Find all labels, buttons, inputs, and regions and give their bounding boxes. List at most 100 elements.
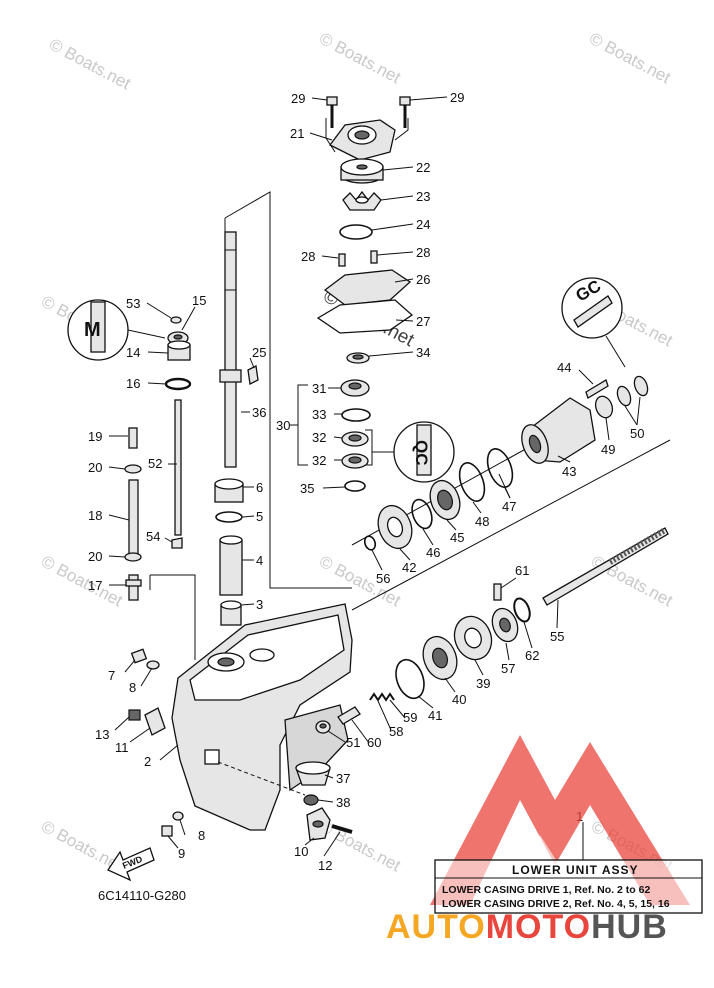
propeller-shaft-55: [542, 527, 669, 606]
washer-8-top: [146, 660, 160, 670]
pin-28-right: [370, 250, 378, 264]
callout-36: 36: [252, 405, 266, 420]
callout-3: 3: [256, 597, 263, 612]
diagram-code: 6C14110-G280: [98, 888, 186, 903]
bolt-29-right: [399, 96, 411, 128]
callout-31: 31: [312, 381, 326, 396]
gasket-27: [316, 299, 414, 334]
brand-wordmark: AUTOMOTOHUB: [386, 908, 668, 946]
o-ring-33: [341, 408, 371, 422]
callout-33: 33: [312, 407, 326, 422]
shift-rod-18: [128, 479, 139, 556]
callout-26: 26: [416, 272, 430, 287]
callout-22: 22: [416, 160, 430, 175]
grommet-14: [167, 340, 191, 361]
pin-28-left: [338, 253, 346, 267]
brand-moto: MOTO: [486, 908, 591, 946]
callout-59: 59: [403, 710, 417, 725]
callout-34: 34: [416, 345, 430, 360]
callout-39: 39: [476, 676, 490, 691]
callout-45: 45: [450, 530, 464, 545]
forward-gear-39: [453, 615, 493, 661]
callout-49: 49: [601, 442, 615, 457]
callout-37: 37: [336, 771, 350, 786]
bolt-9: [161, 825, 173, 837]
dog-clutch-57: [491, 607, 519, 643]
water-pump-group: [316, 96, 414, 364]
callout-50: 50: [630, 426, 644, 441]
callout-53: 53: [126, 296, 140, 311]
bolt-44: [585, 379, 609, 399]
impeller-23: [342, 190, 382, 211]
legend-box: LOWER UNIT ASSY LOWER CASING DRIVE 1, Re…: [434, 859, 703, 914]
callout-20: 20: [88, 460, 102, 475]
bolt-7: [130, 648, 148, 664]
oil-seal-32-top: [341, 431, 369, 447]
washer-53: [170, 316, 182, 324]
shim-46: [411, 498, 433, 530]
pinion-37: [295, 761, 331, 786]
pump-housing-21: [329, 119, 396, 161]
clip-54: [171, 537, 183, 549]
watermark: © Boats.net: [316, 552, 404, 611]
callout-4: 4: [256, 553, 263, 568]
oil-seal-34: [346, 352, 370, 364]
sleeve-4: [219, 535, 243, 596]
gasket-24: [339, 224, 373, 240]
callout-44: 44: [557, 360, 571, 375]
callout-20: 20: [88, 549, 102, 564]
oil-seal-50-b: [633, 375, 649, 397]
lower-casing-2: [171, 603, 353, 831]
oil-seal-32-bottom: [341, 453, 369, 469]
legend-line-1: LOWER CASING DRIVE 1, Ref. No. 2 to 62: [442, 884, 650, 896]
nut-13: [128, 709, 141, 721]
bearing-40: [422, 635, 458, 681]
callout-57: 57: [501, 661, 515, 676]
legend-line-2: LOWER CASING DRIVE 2, Ref. No. 4, 5, 15,…: [442, 898, 670, 910]
callout-61: 61: [515, 563, 529, 578]
callout-30: 30: [276, 418, 290, 433]
bushing-51: [315, 720, 331, 734]
callout-60: 60: [367, 735, 381, 750]
watermark: © Boats.net: [588, 552, 676, 611]
callout-47: 47: [502, 499, 516, 514]
callout-8: 8: [129, 680, 136, 695]
callout-21: 21: [290, 126, 304, 141]
callout-55: 55: [550, 629, 564, 644]
nut-38: [303, 794, 319, 806]
liner-31: [340, 379, 370, 397]
bearing-3: [220, 600, 242, 626]
callout-13: 13: [95, 727, 109, 742]
callout-35: 35: [300, 481, 314, 496]
shim-41: [395, 658, 425, 700]
callout-5: 5: [256, 509, 263, 524]
callout-circle-qc: QC: [372, 421, 455, 483]
m-mark: M: [84, 319, 101, 341]
callout-17: 17: [88, 578, 102, 593]
bearing-6: [214, 478, 244, 503]
callout-38: 38: [336, 795, 350, 810]
legend-title: LOWER UNIT ASSY: [512, 863, 639, 877]
bolt-12: [331, 824, 353, 834]
o-ring-47: [486, 448, 514, 488]
callout-41: 41: [428, 708, 442, 723]
oil-seal-50-a: [616, 385, 632, 407]
callout-circle-gc: GC: [561, 276, 626, 368]
watermark: © Boats.net: [46, 35, 134, 94]
shift-rod-52: [174, 399, 182, 536]
callout-43: 43: [562, 464, 576, 479]
washer-20-bottom: [124, 552, 142, 562]
callout-23: 23: [416, 189, 430, 204]
callout-51: 51: [346, 735, 360, 750]
watermark: © Boats.net: [316, 29, 404, 88]
callout-48: 48: [475, 514, 489, 529]
callout-11: 11: [115, 740, 129, 755]
callout-7: 7: [108, 668, 115, 683]
svg-text:AUTOMOTOHUB: AUTOMOTOHUB: [386, 908, 668, 946]
callout-32: 32: [312, 453, 326, 468]
shift-group: M: [67, 299, 192, 601]
outer-plate-26: [323, 269, 412, 306]
callout-52: 52: [148, 456, 162, 471]
drive-shaft-group: [214, 231, 259, 626]
callout-32: 32: [312, 430, 326, 445]
